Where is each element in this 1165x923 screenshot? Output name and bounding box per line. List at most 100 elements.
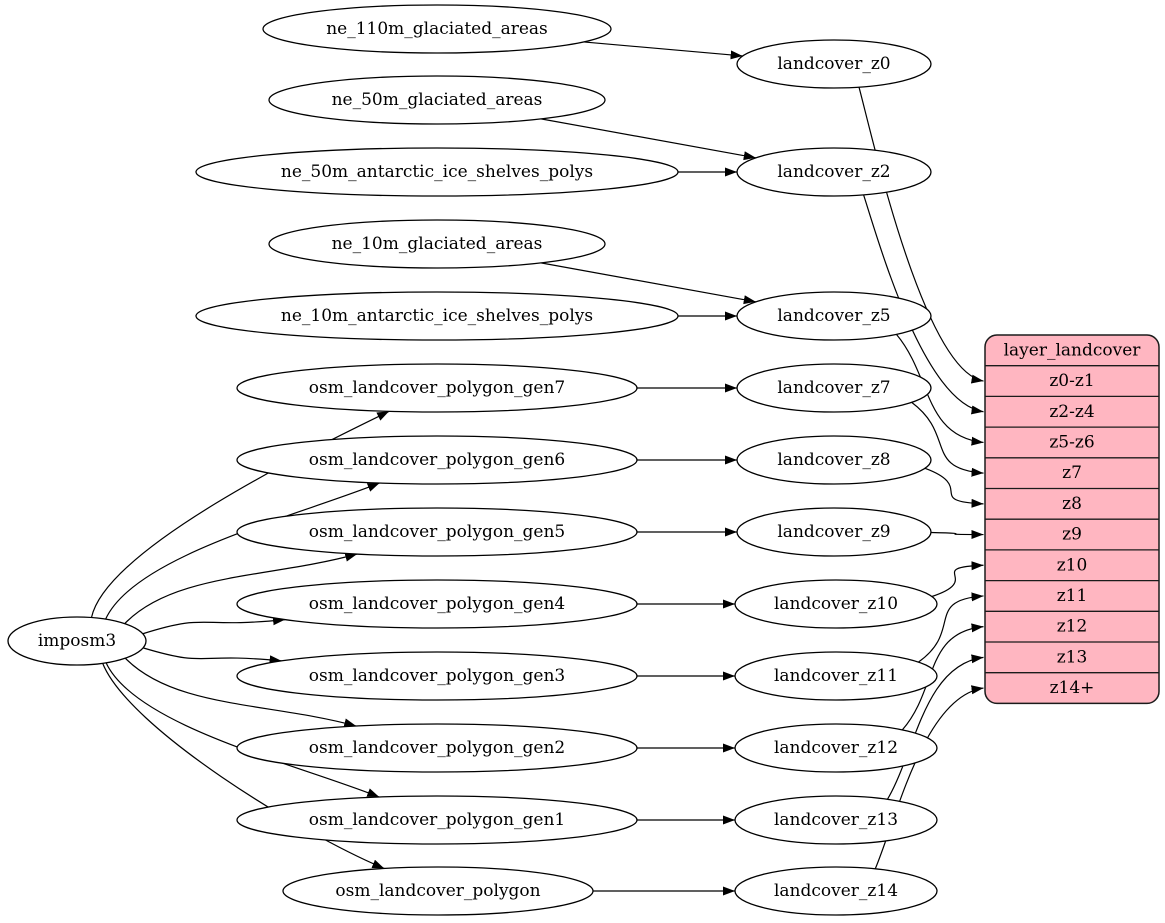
node-osm-landcover-polygon-gen5: osm_landcover_polygon_gen5 <box>236 507 638 557</box>
node-shape-osm-landcover-polygon-gen1 <box>236 795 638 845</box>
node-shape-landcover-z8 <box>736 435 932 485</box>
node-label-landcover-z5: landcover_z5 <box>777 306 890 326</box>
node-landcover-z8: landcover_z8 <box>736 435 932 485</box>
node-shape-landcover-z10 <box>734 579 938 629</box>
edge-landcover-z9-to-table-z9 <box>930 530 984 540</box>
node-label-landcover-z8: landcover_z8 <box>777 450 890 470</box>
edge-landcover-z7-to-table-z7 <box>911 401 984 477</box>
edge-landcover-z13-to-table-z13 <box>886 654 984 800</box>
edge-imposm3-to-osm-landcover-polygon-gen4 <box>142 616 286 635</box>
edge-landcover-z10-to-table-z10 <box>931 561 984 598</box>
node-label-landcover-z13: landcover_z13 <box>774 810 898 830</box>
node-ne-10m-glaciated-areas: ne_10m_glaciated_areas <box>268 219 606 269</box>
table-row-z10: z10 <box>1057 555 1088 575</box>
node-ne-110m-glaciated-areas: ne_110m_glaciated_areas <box>262 4 612 54</box>
edge-ne-10m-glaciated-areas-to-landcover-z5 <box>540 262 756 305</box>
node-label-landcover-z10: landcover_z10 <box>774 594 898 614</box>
node-shape-landcover-z2 <box>736 147 932 197</box>
node-label-ne-110m-glaciated-areas: ne_110m_glaciated_areas <box>326 19 548 39</box>
node-shape-landcover-z0 <box>736 39 932 89</box>
node-label-osm-landcover-polygon-gen7: osm_landcover_polygon_gen7 <box>309 378 565 398</box>
edge-landcover-z11-to-table-z11 <box>918 592 984 663</box>
edge-landcover-z5-to-table-z5-z6 <box>895 333 984 446</box>
node-shape-imposm3 <box>7 616 147 666</box>
node-label-osm-landcover-polygon-gen2: osm_landcover_polygon_gen2 <box>309 738 565 758</box>
node-label-landcover-z14: landcover_z14 <box>774 881 898 901</box>
table-title: layer_landcover <box>1004 340 1142 360</box>
table-row-z12: z12 <box>1057 617 1088 637</box>
node-ne-10m-antarctic-ice-shelves-polys: ne_10m_antarctic_ice_shelves_polys <box>195 291 679 341</box>
node-landcover-z5: landcover_z5 <box>736 291 932 341</box>
node-shape-ne-50m-glaciated-areas <box>268 75 606 125</box>
node-shape-landcover-z12 <box>734 723 938 773</box>
table-row-z14: z14+ <box>1050 678 1095 698</box>
node-landcover-z0: landcover_z0 <box>736 39 932 89</box>
edge-imposm3-to-osm-landcover-polygon <box>102 663 385 870</box>
node-label-ne-10m-antarctic-ice-shelves-polys: ne_10m_antarctic_ice_shelves_polys <box>281 306 593 326</box>
node-label-osm-landcover-polygon-gen4: osm_landcover_polygon_gen4 <box>309 594 565 614</box>
node-shape-ne-50m-antarctic-ice-shelves-polys <box>195 147 679 197</box>
node-label-osm-landcover-polygon-gen3: osm_landcover_polygon_gen3 <box>309 666 565 686</box>
node-label-osm-landcover-polygon-gen6: osm_landcover_polygon_gen6 <box>309 450 565 470</box>
edge-ne-50m-glaciated-areas-to-landcover-z2 <box>540 118 756 161</box>
node-shape-ne-10m-glaciated-areas <box>268 219 606 269</box>
node-imposm3: imposm3 <box>7 616 147 666</box>
node-label-landcover-z0: landcover_z0 <box>777 54 890 74</box>
table-row-z7: z7 <box>1062 463 1082 483</box>
edge-landcover-z12-to-table-z12 <box>901 623 984 731</box>
node-osm-landcover-polygon-gen4: osm_landcover_polygon_gen4 <box>236 579 638 629</box>
table-row-z13: z13 <box>1057 647 1088 667</box>
node-landcover-z13: landcover_z13 <box>734 795 938 845</box>
node-label-osm-landcover-polygon-gen5: osm_landcover_polygon_gen5 <box>309 522 565 542</box>
edge-landcover-z0-to-table-z0-z1 <box>858 87 984 384</box>
node-label-landcover-z7: landcover_z7 <box>777 378 890 398</box>
node-shape-ne-10m-antarctic-ice-shelves-polys <box>195 291 679 341</box>
node-label-landcover-z9: landcover_z9 <box>777 522 890 542</box>
node-ne-50m-antarctic-ice-shelves-polys: ne_50m_antarctic_ice_shelves_polys <box>195 147 679 197</box>
table-row-z0-z1: z0-z1 <box>1049 371 1094 391</box>
node-shape-osm-landcover-polygon-gen3 <box>236 651 638 701</box>
node-landcover-z9: landcover_z9 <box>736 507 932 557</box>
edge-ne-110m-glaciated-areas-to-landcover-z0 <box>583 41 743 60</box>
edge-imposm3-to-osm-landcover-polygon-gen5 <box>124 552 358 625</box>
table-row-z2-z4: z2-z4 <box>1049 402 1094 422</box>
node-label-ne-10m-glaciated-areas: ne_10m_glaciated_areas <box>332 234 543 254</box>
node-shape-landcover-z14 <box>734 866 938 916</box>
node-shape-landcover-z5 <box>736 291 932 341</box>
node-label-ne-50m-glaciated-areas: ne_50m_glaciated_areas <box>332 90 543 110</box>
node-label-ne-50m-antarctic-ice-shelves-polys: ne_50m_antarctic_ice_shelves_polys <box>281 162 593 182</box>
node-label-osm-landcover-polygon-gen1: osm_landcover_polygon_gen1 <box>309 810 565 830</box>
node-osm-landcover-polygon: osm_landcover_polygon <box>282 866 594 916</box>
table-row-z5-z6: z5-z6 <box>1049 432 1094 452</box>
node-shape-landcover-z13 <box>734 795 938 845</box>
node-osm-landcover-polygon-gen3: osm_landcover_polygon_gen3 <box>236 651 638 701</box>
node-osm-landcover-polygon-gen2: osm_landcover_polygon_gen2 <box>236 723 638 773</box>
node-shape-landcover-z11 <box>734 651 938 701</box>
node-label-landcover-z12: landcover_z12 <box>774 738 898 758</box>
edge-imposm3-to-osm-landcover-polygon-gen3 <box>142 647 282 665</box>
table-row-z9: z9 <box>1062 525 1082 545</box>
node-shape-landcover-z7 <box>736 363 932 413</box>
edge-landcover-z8-to-table-z8 <box>924 467 984 508</box>
node-landcover-z2: landcover_z2 <box>736 147 932 197</box>
node-shape-osm-landcover-polygon-gen2 <box>236 723 638 773</box>
node-landcover-z11: landcover_z11 <box>734 651 938 701</box>
edge-imposm3-to-osm-landcover-polygon-gen7 <box>90 410 390 618</box>
node-osm-landcover-polygon-gen6: osm_landcover_polygon_gen6 <box>236 435 638 485</box>
node-landcover-z10: landcover_z10 <box>734 579 938 629</box>
node-osm-landcover-polygon-gen7: osm_landcover_polygon_gen7 <box>236 363 638 413</box>
nodes-layer: imposm3 ne_110m_glaciated_areas ne_50m_gla… <box>7 4 938 916</box>
table-row-z8: z8 <box>1062 494 1082 514</box>
table-layer-landcover: layer_landcover z0-z1 z2-z4 z5-z6 z7 z8 z9 z10 z… <box>984 334 1160 705</box>
edge-imposm3-to-osm-landcover-polygon-gen1 <box>105 662 380 798</box>
edges-layer <box>90 41 984 896</box>
node-ne-50m-glaciated-areas: ne_50m_glaciated_areas <box>268 75 606 125</box>
node-shape-osm-landcover-polygon-gen5 <box>236 507 638 557</box>
node-label-imposm3: imposm3 <box>38 631 116 651</box>
table-row-z11: z11 <box>1057 586 1088 606</box>
edge-imposm3-to-osm-landcover-polygon-gen6 <box>105 482 380 620</box>
edge-imposm3-to-osm-landcover-polygon-gen2 <box>124 657 357 728</box>
node-landcover-z7: landcover_z7 <box>736 363 932 413</box>
